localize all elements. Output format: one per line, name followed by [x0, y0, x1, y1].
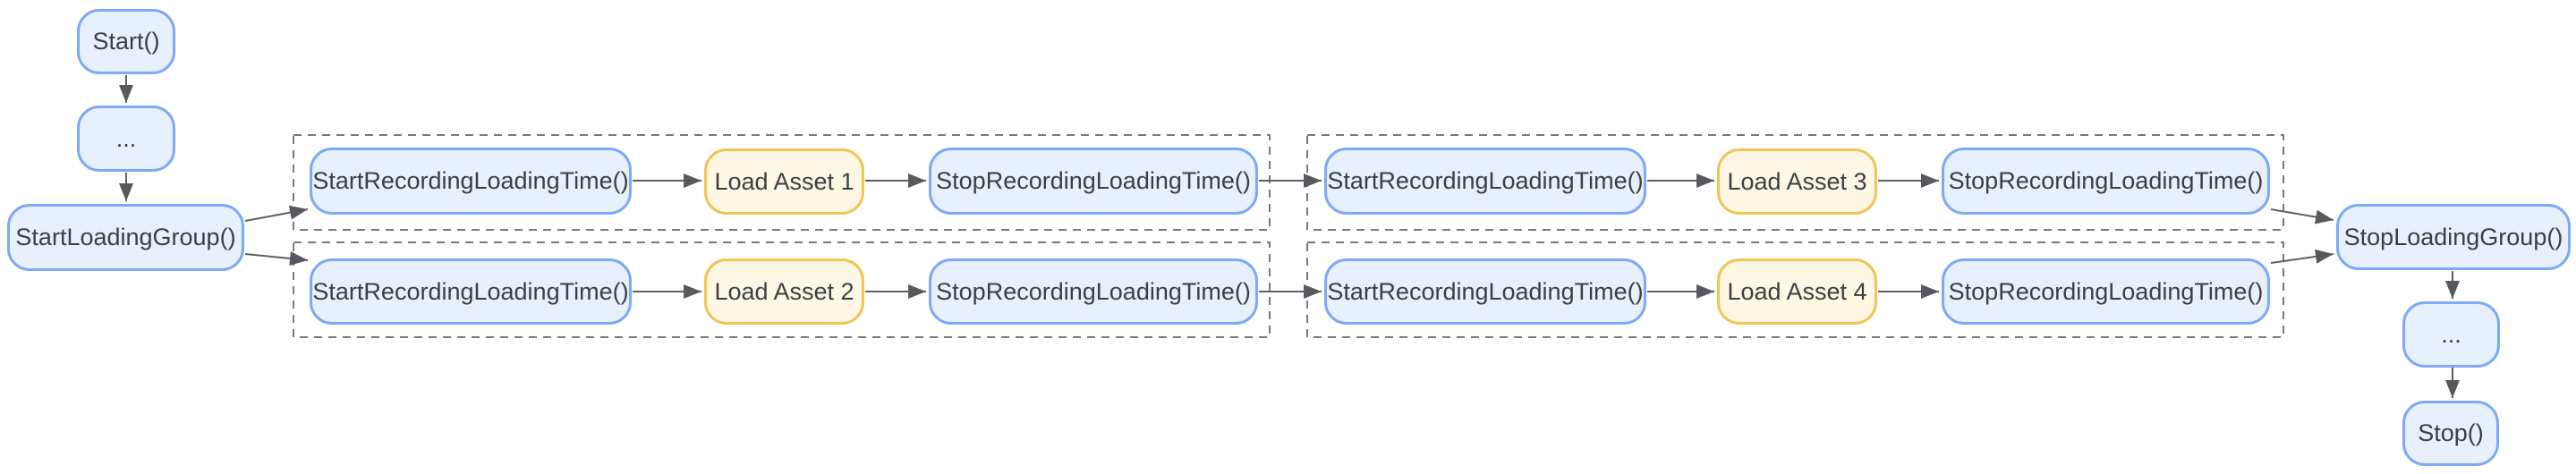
- flow-arrow-g2r2-stop-to-stopgroup: [2270, 249, 2334, 264]
- flow-arrow-g2r1-stop-to-stopgroup: [2270, 208, 2334, 224]
- node-start-label: Start(): [92, 28, 160, 55]
- node-g1r2-stop-recording-label: StopRecordingLoadingTime(): [936, 277, 1251, 305]
- node-g2r2-stop-recording: StopRecordingLoadingTime(): [1942, 258, 2270, 325]
- node-g1r1-start-recording-label: StartRecordingLoadingTime(): [312, 167, 629, 194]
- node-g2r2-start-recording-label: StartRecordingLoadingTime(): [1327, 277, 1644, 305]
- node-load-asset-1: Load Asset 1: [704, 148, 864, 215]
- node-start-loading-group: StartLoadingGroup(): [7, 204, 244, 271]
- node-stop-label: Stop(): [2418, 419, 2484, 446]
- group1-row1-dashed-box: [293, 134, 1271, 231]
- node-load-asset-4-label: Load Asset 4: [1727, 277, 1867, 305]
- node-load-asset-2: Load Asset 2: [704, 258, 864, 325]
- node-ellipsis-after-label: ...: [2441, 320, 2461, 348]
- node-g2r2-start-recording: StartRecordingLoadingTime(): [1324, 258, 1646, 325]
- node-start: Start(): [77, 9, 175, 74]
- node-stop-loading-group: StopLoadingGroup(): [2336, 204, 2571, 270]
- node-start-loading-group-label: StartLoadingGroup(): [15, 224, 236, 250]
- node-g1r2-start-recording: StartRecordingLoadingTime(): [310, 258, 632, 325]
- node-g1r1-start-recording: StartRecordingLoadingTime(): [310, 148, 632, 215]
- node-g1r2-start-recording-label: StartRecordingLoadingTime(): [312, 277, 629, 305]
- flow-arrow-startgroup-to-g1r1: [244, 205, 309, 222]
- node-load-asset-1-label: Load Asset 1: [714, 167, 854, 195]
- group1-row2-dashed-box: [293, 241, 1271, 338]
- node-g1r2-stop-recording: StopRecordingLoadingTime(): [929, 258, 1258, 325]
- node-g1r1-stop-recording-label: StopRecordingLoadingTime(): [936, 167, 1251, 194]
- node-load-asset-4: Load Asset 4: [1717, 258, 1877, 325]
- node-ellipsis-before-label: ...: [115, 124, 137, 152]
- node-g2r2-stop-recording-label: StopRecordingLoadingTime(): [1948, 277, 2264, 305]
- flow-arrow-startgroup-to-g1r2: [244, 251, 309, 266]
- node-stop-loading-group-label: StopLoadingGroup(): [2343, 223, 2563, 250]
- node-ellipsis-before: ...: [77, 106, 175, 172]
- node-load-asset-2-label: Load Asset 2: [714, 277, 854, 305]
- node-g2r1-stop-recording-label: StopRecordingLoadingTime(): [1948, 167, 2264, 194]
- node-load-asset-3: Load Asset 3: [1717, 148, 1877, 215]
- node-g2r1-stop-recording: StopRecordingLoadingTime(): [1942, 148, 2270, 215]
- node-load-asset-3-label: Load Asset 3: [1727, 167, 1867, 195]
- node-stop: Stop(): [2402, 401, 2499, 466]
- node-g2r1-start-recording-label: StartRecordingLoadingTime(): [1327, 167, 1644, 194]
- node-ellipsis-after: ...: [2402, 301, 2500, 368]
- node-g2r1-start-recording: StartRecordingLoadingTime(): [1324, 148, 1646, 215]
- node-g1r1-stop-recording: StopRecordingLoadingTime(): [929, 148, 1258, 215]
